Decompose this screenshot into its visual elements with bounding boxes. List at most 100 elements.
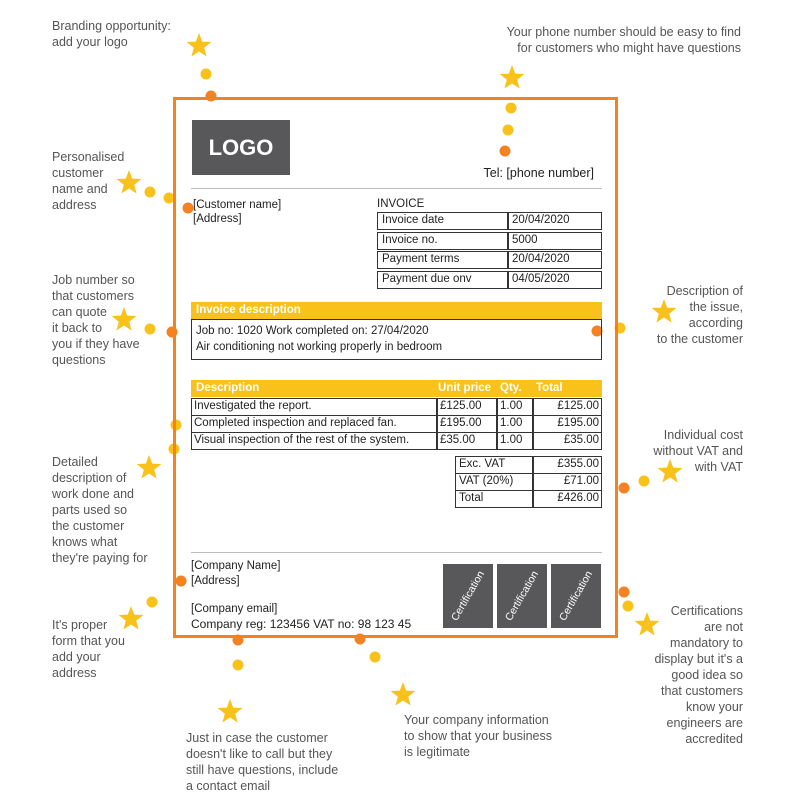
customer-name: [Customer name] [193, 199, 282, 211]
meta-label-cell [377, 270, 508, 289]
totals-value: £426.00 [557, 492, 599, 504]
meta-value: 20/04/2020 [512, 214, 570, 226]
phone-number: Tel: [phone number] [483, 166, 595, 180]
annotation-certifications: Certifications are not mandatory to disp… [654, 604, 743, 746]
meta-value: 04/05/2020 [512, 272, 570, 285]
item-unit-price: £125.00 [440, 400, 482, 412]
decor-dot [182, 202, 194, 214]
invoice-title: INVOICE [377, 198, 425, 210]
decor-dot [232, 659, 244, 671]
star-icon [186, 33, 212, 57]
description-issue-line: Air conditioning not working properly in… [196, 341, 443, 353]
divider-top [191, 188, 602, 189]
item-description: Visual inspection of the rest of the sys… [194, 434, 410, 446]
decor-dot [369, 651, 381, 663]
description-header: Invoice description [191, 302, 602, 319]
item-total: £195.00 [557, 417, 599, 429]
items-header-bar [191, 380, 602, 397]
item-cell-border [437, 432, 497, 450]
star-icon [390, 682, 416, 706]
annotation-job-number: Job number so that customers can quote i… [52, 273, 140, 367]
company-email: [Company email] [191, 603, 278, 615]
decor-dot [502, 124, 514, 136]
star-icon [136, 455, 162, 479]
star-icon [111, 307, 137, 331]
annotation-contact-email: Just in case the customer doesn't like t… [186, 731, 339, 793]
meta-label: Payment terms [382, 253, 460, 265]
item-cell-border [191, 432, 437, 450]
star-icon [118, 606, 144, 630]
totals-label: Total [459, 492, 484, 504]
annotation-detailed: Detailed description of work done and pa… [52, 455, 148, 565]
meta-label: Invoice no. [382, 233, 438, 246]
divider-footer [191, 552, 602, 553]
meta-value: 5000 [512, 233, 538, 246]
star-icon [116, 170, 142, 194]
annotation-branding: Branding opportunity: add your logo [52, 19, 171, 49]
star-icon [657, 459, 683, 483]
decor-dot [505, 102, 517, 114]
decor-dot [144, 186, 156, 198]
decor-dot [144, 323, 156, 335]
decor-dot [200, 68, 212, 80]
item-cell-border [497, 432, 533, 450]
decor-dot [618, 482, 630, 494]
certification-badge-1: Certification [443, 564, 493, 628]
header-qty: Qty. [500, 382, 522, 394]
totals-label-cell [455, 490, 533, 508]
decor-dot [175, 575, 187, 587]
meta-value: 20/04/2020 [512, 253, 570, 265]
description-box [191, 319, 602, 360]
decor-dot [618, 586, 630, 598]
header-total: Total [536, 382, 563, 394]
annotation-phone: Your phone number should be easy to find… [506, 25, 741, 55]
annotation-company-info: Your company information to show that yo… [404, 713, 552, 759]
certification-badge-2: Certification [497, 564, 547, 628]
meta-label-cell [377, 212, 508, 230]
decor-dot [591, 325, 603, 337]
totals-value-cell [533, 490, 602, 508]
totals-label: VAT (20%) [459, 475, 514, 487]
totals-value: £71.00 [563, 475, 599, 487]
star-icon [634, 612, 660, 636]
annotation-individual-cost: Individual cost without VAT and with VAT [653, 428, 743, 474]
annotation-proper-form: It's proper form that you add your addre… [52, 618, 125, 680]
star-icon [217, 699, 243, 723]
meta-label: Invoice date [382, 214, 445, 226]
item-qty: 1.00 [500, 417, 523, 429]
logo-placeholder: LOGO [192, 120, 290, 175]
item-unit-price: £195.00 [440, 417, 482, 429]
header-description: Description [196, 382, 260, 394]
meta-value-cell [508, 270, 602, 289]
star-icon [651, 299, 677, 323]
certification-badge-3: Certification [551, 564, 601, 628]
item-description: Completed inspection and replaced fan. [194, 417, 397, 429]
decor-dot [638, 475, 650, 487]
annotation-description-issue: Description of the issue, according to t… [656, 284, 743, 346]
meta-value-cell [508, 231, 602, 250]
certification-label: Certification [448, 568, 488, 624]
meta-label-cell [377, 251, 508, 269]
certification-label: Certification [502, 568, 542, 624]
annotation-personalised: Personalised customer name and address [52, 150, 125, 212]
totals-value: £355.00 [557, 458, 599, 470]
item-description: Investigated the report. [194, 400, 312, 412]
meta-value-cell [508, 212, 602, 230]
item-cell-border [533, 432, 602, 450]
customer-address: [Address] [193, 213, 242, 225]
meta-value-cell [508, 251, 602, 269]
description-job-line: Job no: 1020 Work completed on: 27/04/20… [196, 325, 429, 337]
item-unit-price: £35.00 [440, 434, 476, 446]
decor-dot [146, 596, 158, 608]
invoice-frame [173, 97, 618, 638]
company-registration: Company reg: 123456 VAT no: 98 123 45 [191, 617, 412, 631]
item-total: £35.00 [563, 434, 599, 446]
header-unit-price: Unit price [438, 382, 492, 394]
item-qty: 1.00 [500, 400, 523, 412]
item-total: £125.00 [557, 400, 599, 412]
decor-dot [163, 192, 175, 204]
star-icon [499, 65, 525, 89]
company-address: [Address] [191, 575, 240, 587]
totals-label: Exc. VAT [459, 458, 506, 470]
meta-label-cell [377, 231, 508, 250]
